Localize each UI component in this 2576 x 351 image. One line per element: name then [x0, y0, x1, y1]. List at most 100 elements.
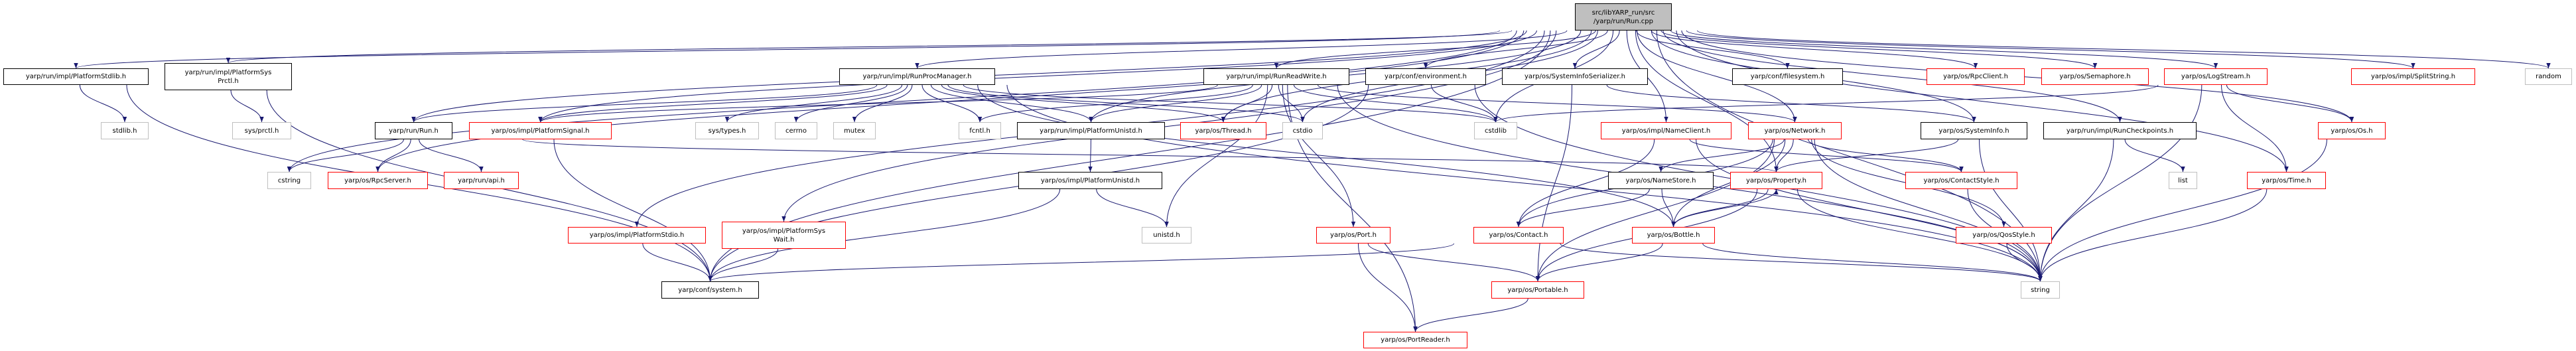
node-property[interactable]: yarp/os/Property.h — [1730, 172, 1822, 189]
edge-systemInfo-to-string — [1979, 139, 2043, 282]
edge-root-to-filesystem — [1636, 30, 1790, 69]
edge-root-to-property — [1635, 30, 1779, 173]
node-platform-stdlib[interactable]: yarp/run/impl/PlatformStdlib.h — [3, 68, 149, 85]
node-mutex[interactable]: mutex — [833, 122, 876, 139]
edge-runReadWrite-to-platformSignal — [538, 84, 1218, 123]
node-contact[interactable]: yarp/os/Contact.h — [1473, 227, 1564, 244]
edge-nameStore-to-contact — [1516, 188, 1650, 228]
node-qos-style[interactable]: yarp/os/QosStyle.h — [1956, 227, 2052, 244]
node-name-store[interactable]: yarp/os/NameStore.h — [1608, 172, 1714, 189]
edge-property-to-bottle — [1671, 188, 1769, 228]
edge-root-to-logStream — [1670, 30, 2218, 69]
node-run-proc-manager[interactable]: yarp/run/impl/RunProcManager.h — [839, 68, 995, 85]
node-system-info-serializer[interactable]: yarp/os/SystemInfoSerializer.h — [1502, 68, 1648, 85]
node-rpc-client[interactable]: yarp/os/RpcClient.h — [1927, 68, 2025, 85]
edge-network-to-bottle — [1671, 139, 1786, 228]
edge-bottle-to-string — [1702, 243, 2043, 282]
edge-systemInfo-to-property — [1774, 139, 1959, 173]
edge-network-to-contactStyle — [1808, 139, 1964, 173]
node-cstdlib[interactable]: cstdlib — [1474, 122, 1517, 139]
edge-port-to-portReader — [1357, 243, 1418, 332]
edge-portable-to-portReader — [1413, 298, 1528, 332]
node-port[interactable]: yarp/os/Port.h — [1316, 227, 1390, 244]
edge-runReadWrite-to-thread — [1221, 84, 1273, 123]
edge-osh-to-string — [2038, 139, 2327, 282]
node-filesystem[interactable]: yarp/conf/filesystem.h — [1732, 68, 1843, 85]
node-environment[interactable]: yarp/conf/environment.h — [1365, 68, 1486, 85]
node-cstdio[interactable]: cstdio — [1282, 122, 1323, 139]
node-sys-prctl[interactable]: sys/prctl.h — [232, 122, 291, 139]
node-network[interactable]: yarp/os/Network.h — [1748, 122, 1842, 139]
edge-runProcManager-to-cstdlib — [963, 84, 1498, 123]
edge-runReadWrite-to-port — [1282, 84, 1356, 228]
edge-runProcManager-to-cerrno — [793, 84, 908, 123]
node-log-stream[interactable]: yarp/os/LogStream.h — [2164, 68, 2268, 85]
edge-root-to-sysInfoSerializer — [1572, 30, 1620, 69]
node-semaphore[interactable]: yarp/os/Semaphore.h — [2041, 68, 2149, 85]
edge-root-to-semaphore — [1661, 30, 2098, 69]
edge-logStream-to-string — [2038, 84, 2203, 282]
node-port-reader[interactable]: yarp/os/PortReader.h — [1363, 332, 1467, 348]
node-os-platform-unistd[interactable]: yarp/os/impl/PlatformUnistd.h — [1018, 172, 1162, 189]
node-run-checkpoints[interactable]: yarp/run/impl/RunCheckpoints.h — [2043, 122, 2197, 139]
node-run-h[interactable]: yarp/run/Run.h — [375, 122, 452, 139]
edge-root-to-cstring — [287, 30, 1517, 173]
node-bottle[interactable]: yarp/os/Bottle.h — [1632, 227, 1715, 244]
node-system-info[interactable]: yarp/os/SystemInfo.h — [1921, 122, 2027, 139]
edge-bottle-to-portable — [1535, 243, 1663, 282]
node-split-string[interactable]: yarp/os/impl/SplitString.h — [2351, 68, 2475, 85]
node-platform-sys-wait[interactable]: yarp/os/impl/PlatformSys Wait.h — [722, 222, 846, 249]
node-portable[interactable]: yarp/os/Portable.h — [1491, 281, 1584, 299]
node-contact-style[interactable]: yarp/os/ContactStyle.h — [1905, 172, 2017, 189]
node-os-h[interactable]: yarp/os/Os.h — [2318, 122, 2386, 139]
node-conf-system[interactable]: yarp/conf/system.h — [661, 281, 759, 299]
node-random[interactable]: random — [2525, 68, 2572, 85]
edge-runReadWrite-to-cstdlib — [1293, 84, 1498, 123]
edge-root-to-platformSysWait — [781, 30, 1557, 222]
node-list[interactable]: list — [2169, 172, 2197, 189]
edge-runReadWrite-to-fcntl — [977, 84, 1253, 123]
node-platform-signal[interactable]: yarp/os/impl/PlatformSignal.h — [469, 122, 612, 139]
edge-port-to-portable — [1367, 243, 1540, 282]
edge-root-to-network — [1637, 30, 1797, 123]
edge-contact-to-string — [1560, 243, 2043, 282]
node-run-read-write[interactable]: yarp/run/impl/RunReadWrite.h — [1203, 68, 1349, 85]
edge-logStream-to-time — [2221, 84, 2289, 173]
edge-platformStdio-to-system — [642, 243, 712, 282]
edge-root-to-runProcManager — [915, 30, 1568, 69]
edge-nameClient-to-contactStyle — [1689, 139, 1964, 173]
edge-runProcManager-to-systypes — [724, 84, 903, 123]
node-rpc-server[interactable]: yarp/os/RpcServer.h — [328, 172, 428, 189]
node-run-platform-unistd[interactable]: yarp/run/impl/PlatformUnistd.h — [1017, 122, 1165, 139]
node-unistd[interactable]: unistd.h — [1142, 227, 1191, 244]
node-run-cpp[interactable]: src/libYARP_run/src /yarp/run/Run.cpp — [1575, 3, 1672, 31]
node-fcntl[interactable]: fcntl.h — [959, 122, 1001, 139]
node-cerrno[interactable]: cerrno — [775, 122, 817, 139]
node-run-api[interactable]: yarp/run/api.h — [444, 172, 519, 189]
node-name-client[interactable]: yarp/os/impl/NameClient.h — [1601, 122, 1731, 139]
edge-qosStyle-to-string — [2006, 243, 2043, 282]
node-stdlib-h[interactable]: stdlib.h — [101, 122, 149, 139]
edge-runProcManager-to-fcntl — [921, 84, 983, 123]
edge-root-to-random — [1697, 30, 2551, 69]
node-platform-sys-prctl[interactable]: yarp/run/impl/PlatformSys Prctl.h — [165, 63, 292, 90]
edge-runh-to-rpcServer — [375, 139, 411, 173]
edge-root-to-platformStdlib — [74, 30, 1500, 69]
edge-root-to-rpcClient — [1651, 30, 1978, 69]
edge-logStream-to-cstdlib — [1493, 84, 2159, 123]
edge-logStream-to-osh — [2226, 84, 2354, 123]
edge-root-to-runReadWrite — [1274, 30, 1596, 69]
node-time[interactable]: yarp/os/Time.h — [2247, 172, 2326, 189]
node-string[interactable]: string — [2021, 281, 2060, 299]
edge-osPlatformUnistd-to-unistd — [1096, 188, 1169, 228]
node-thread[interactable]: yarp/os/Thread.h — [1180, 122, 1266, 139]
edge-network-to-nameStore — [1659, 139, 1785, 173]
edge-sysInfoSerializer-to-systemInfo — [1606, 84, 1976, 123]
edge-runProcManager-to-thread — [941, 84, 1226, 123]
node-cstring[interactable]: cstring — [267, 172, 311, 189]
edge-nameClient-to-contact — [1516, 139, 1655, 228]
node-platform-stdio[interactable]: yarp/os/impl/PlatformStdio.h — [568, 227, 706, 244]
node-sys-types[interactable]: sys/types.h — [695, 122, 759, 139]
edge-root-to-platformSysPrctl — [226, 30, 1513, 64]
